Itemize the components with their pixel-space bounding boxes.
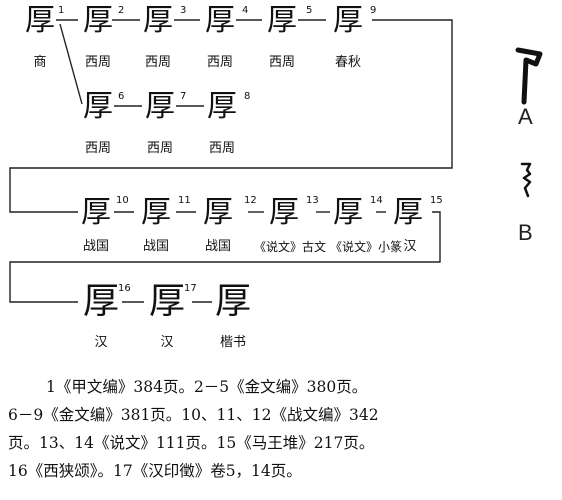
index-13: 13 — [306, 195, 319, 206]
glyph-6: 厚 — [83, 89, 113, 124]
era-7: 西周 — [146, 141, 173, 156]
era-13: 《说文》古文 — [253, 240, 326, 254]
glyph-17: 厚 — [148, 281, 185, 322]
index-17: 17 — [184, 283, 197, 294]
glyph-14: 厚 — [333, 195, 363, 230]
connector-9-10 — [9, 19, 453, 213]
footnote-line-3: 页。13、14《说文》111页。15《马王堆》217页。 — [8, 434, 375, 452]
era-3: 西周 — [144, 55, 171, 70]
index-7: 7 — [180, 91, 187, 102]
side-label-a: A — [518, 104, 533, 129]
connector-1-6 — [59, 23, 83, 105]
glyph-11: 厚 — [141, 195, 171, 230]
era-16: 汉 — [94, 335, 108, 350]
footnote-line-4: 16《西狭颂》。17《汉印徵》卷5，14页。 — [8, 462, 302, 480]
era-10: 战国 — [82, 239, 109, 254]
index-8: 8 — [244, 91, 251, 102]
index-14: 14 — [370, 195, 383, 206]
era-kaishu: 楷书 — [219, 335, 246, 350]
glyph-12: 厚 — [203, 195, 233, 230]
glyph-5: 厚 — [267, 3, 297, 38]
era-8: 西周 — [208, 141, 235, 156]
era-4: 西周 — [206, 55, 233, 70]
index-5: 5 — [306, 5, 313, 16]
index-4: 4 — [242, 5, 249, 16]
side-label-b: B — [518, 220, 533, 245]
glyph-a-drawing — [515, 47, 543, 105]
glyph-1: 厚 — [25, 3, 55, 38]
index-12: 12 — [244, 195, 257, 206]
glyph-7: 厚 — [145, 89, 175, 124]
glyph-kaishu: 厚 — [214, 281, 251, 322]
era-1: 商 — [33, 55, 47, 70]
glyph-b-drawing — [520, 162, 532, 198]
index-9: 9 — [370, 5, 377, 16]
glyph-3: 厚 — [143, 3, 173, 38]
glyph-16: 厚 — [82, 281, 119, 322]
era-2: 西周 — [84, 55, 111, 70]
glyph-13: 厚 — [269, 195, 299, 230]
glyph-10: 厚 — [81, 195, 111, 230]
connector-15-16 — [9, 211, 441, 303]
index-16: 16 — [118, 283, 131, 294]
era-17: 汉 — [160, 335, 174, 350]
era-12: 战国 — [204, 239, 231, 254]
era-15: 汉 — [403, 239, 417, 254]
index-2: 2 — [118, 5, 125, 16]
index-3: 3 — [180, 5, 187, 16]
era-11: 战国 — [142, 239, 169, 254]
era-5: 西周 — [268, 55, 295, 70]
glyph-2: 厚 — [83, 3, 113, 38]
index-11: 11 — [178, 195, 191, 206]
index-10: 10 — [116, 195, 129, 206]
glyph-8: 厚 — [207, 89, 237, 124]
era-14: 《说文》小篆 — [329, 240, 402, 254]
era-9: 春秋 — [334, 55, 361, 70]
index-6: 6 — [118, 91, 125, 102]
glyph-9: 厚 — [333, 3, 363, 38]
footnote-line-2: 6－9《金文编》381页。10、11、12《战文编》342 — [8, 406, 379, 424]
era-6: 西周 — [84, 141, 111, 156]
index-15: 15 — [430, 195, 443, 206]
index-1: 1 — [58, 5, 65, 16]
glyph-4: 厚 — [205, 3, 235, 38]
glyph-15: 厚 — [393, 195, 423, 230]
footnote-line-1: 1《甲文编》384页。2－5《金文编》380页。 — [46, 378, 368, 396]
